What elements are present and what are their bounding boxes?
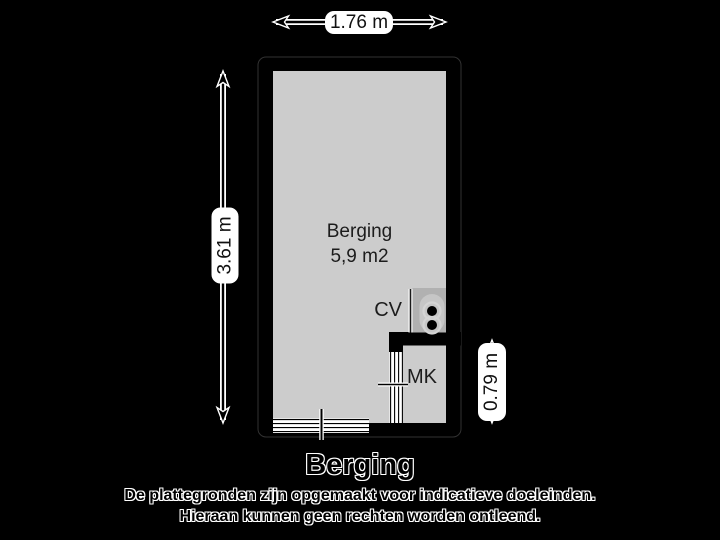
mk-label: MK [407, 366, 437, 388]
height-dimension-label: 3.61 m [211, 207, 239, 284]
width-dimension-label: 1.76 m [325, 11, 393, 34]
room-area: 5,9 m2 [330, 246, 389, 267]
disclaimer-line-2: Hieraan kunnen geen rechten worden ontle… [179, 508, 541, 525]
mk-height-dimension-label: 0.79 m [478, 343, 506, 421]
room-name: Berging [326, 221, 393, 242]
mk-partition-wall [389, 332, 461, 352]
cv-label: CV [374, 299, 402, 321]
room-label: Berging 5,9 m2 [273, 219, 446, 269]
disclaimer-line-1: De plattegronden zijn opgemaakt voor ind… [124, 487, 596, 504]
plan-title: Berging [305, 449, 415, 481]
room-floor [273, 71, 446, 423]
cv-boiler-icon [408, 288, 446, 335]
mk-door [389, 352, 403, 423]
